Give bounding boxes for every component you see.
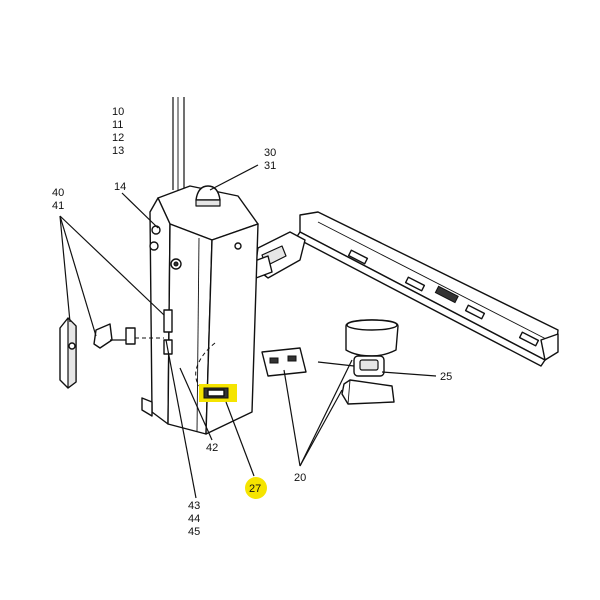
label-45: 45 [188,526,200,538]
housing-assembly [341,319,399,405]
part-27-badge [245,477,267,499]
cover-plate [261,347,307,377]
leader-lines [59,164,437,499]
label-12: 12 [112,132,124,144]
label-31: 31 [264,160,276,172]
label-40: 40 [52,187,64,199]
label-14: 14 [114,181,126,193]
label-11: 11 [112,119,123,131]
label-13: 13 [112,145,124,157]
label-42: 42 [206,442,218,454]
part-27-highlight [199,384,237,402]
barrier-cabinet [141,185,259,435]
label-20: 20 [294,472,306,484]
label-25: 25 [440,371,452,383]
label-44: 44 [188,513,200,525]
label-43: 43 [188,500,200,512]
support-posts [172,97,185,190]
arm-mount [251,231,306,279]
photocell-assembly [59,317,164,389]
label-30: 30 [264,147,276,159]
label-10: 10 [112,106,124,118]
barrier-arm [295,211,559,367]
label-41: 41 [52,200,64,212]
part-labels: 10 11 12 13 14 30 31 40 41 42 27 25 20 4… [52,106,452,538]
label-27: 27 [249,483,261,495]
